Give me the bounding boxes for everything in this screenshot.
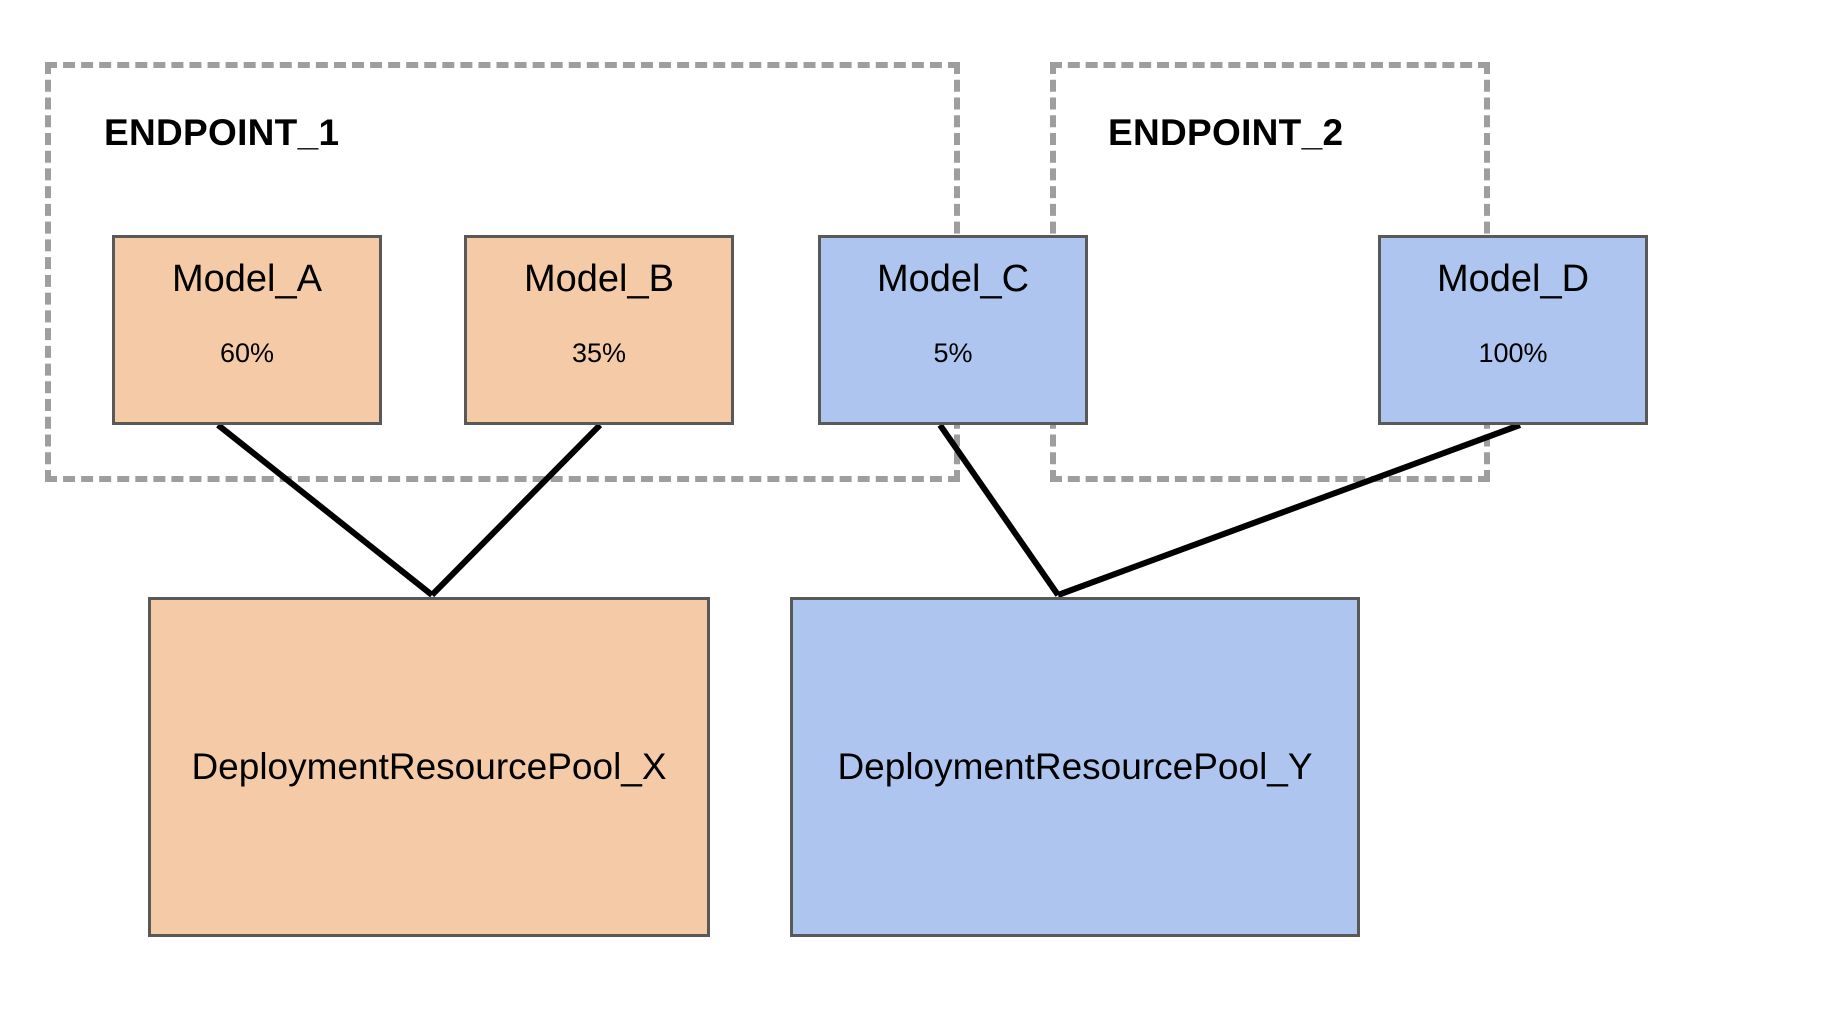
pool-node-title: DeploymentResourcePool_Y	[837, 746, 1313, 787]
model-node-model-a[interactable]: Model_A 60%	[112, 235, 382, 425]
deployment-resource-pool-y[interactable]: DeploymentResourcePool_Y	[790, 597, 1360, 937]
model-node-title: Model_B	[524, 258, 674, 300]
endpoint-group-label-1: ENDPOINT_1	[104, 112, 340, 153]
model-traffic-share: 35%	[571, 337, 627, 368]
deployment-resource-pool-x[interactable]: DeploymentResourcePool_X	[148, 597, 710, 937]
model-node-title: Model_D	[1436, 258, 1590, 300]
model-node-model-b[interactable]: Model_B 35%	[464, 235, 734, 425]
model-node-model-c[interactable]: Model_C 5%	[818, 235, 1088, 425]
model-traffic-share: 100%	[1478, 337, 1548, 368]
model-node-title: Model_A	[172, 258, 322, 300]
model-traffic-share: 5%	[933, 337, 973, 368]
pool-node-title: DeploymentResourcePool_X	[191, 746, 667, 787]
endpoint-group-label-2: ENDPOINT_2	[1108, 112, 1344, 153]
model-node-title: Model_C	[876, 258, 1030, 300]
model-node-model-d[interactable]: Model_D 100%	[1378, 235, 1648, 425]
model-traffic-share: 60%	[219, 337, 275, 368]
